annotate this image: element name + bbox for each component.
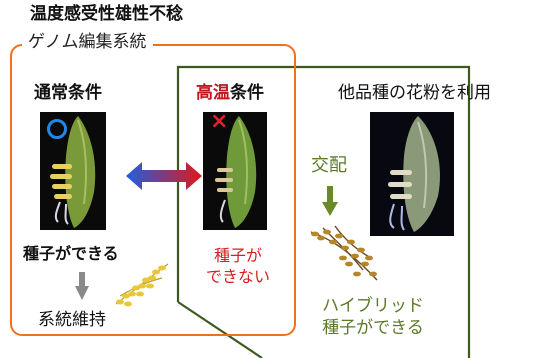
other-variety-pollen-heading: 他品種の花粉を利用 [338, 83, 491, 103]
high-temp-result-line1: 種子が [213, 246, 262, 265]
temperature-shift-double-arrow-icon [126, 162, 202, 190]
high-temp-condition-heading: 高温条件 [196, 85, 264, 102]
cross-pollination-label: 交配 [311, 155, 347, 176]
normal-result-text: 種子ができる [23, 244, 119, 263]
normal-condition-heading: 通常条件 [34, 85, 102, 102]
hybrid-result-line2: 種子ができる [322, 318, 424, 339]
pollen-seed-cluster-icon [310, 225, 378, 281]
genome-edited-line-box [10, 44, 296, 336]
other-variety-panicle-image [370, 112, 454, 236]
diagram-title: 温度感受性雄性不稔 [30, 4, 183, 24]
high-temp-panicle-image [203, 112, 267, 230]
seed-ng-cross-icon: × [210, 109, 229, 134]
high-temp-word: 高温 [196, 83, 230, 103]
normal-condition-text: 通常条件 [34, 83, 102, 103]
cross-down-arrow-icon [322, 186, 338, 216]
hybrid-result-line1: ハイブリッド [322, 296, 424, 316]
hybrid-seed-result-text: ハイブリッド 種子ができる [308, 295, 438, 339]
line-maintenance-text: 系統維持 [38, 310, 106, 330]
hybrid-frame-outline [176, 65, 471, 358]
high-temp-result-line2: できない [205, 266, 270, 286]
genome-edited-line-label: ゲノム編集系統 [22, 34, 153, 51]
seed-cluster-icon [115, 263, 169, 307]
seed-ok-circle-icon [47, 119, 67, 139]
condition-word: 条件 [230, 83, 264, 103]
maintenance-down-arrow-icon [75, 272, 89, 300]
high-temp-result-text: 種子が できない [203, 246, 273, 288]
